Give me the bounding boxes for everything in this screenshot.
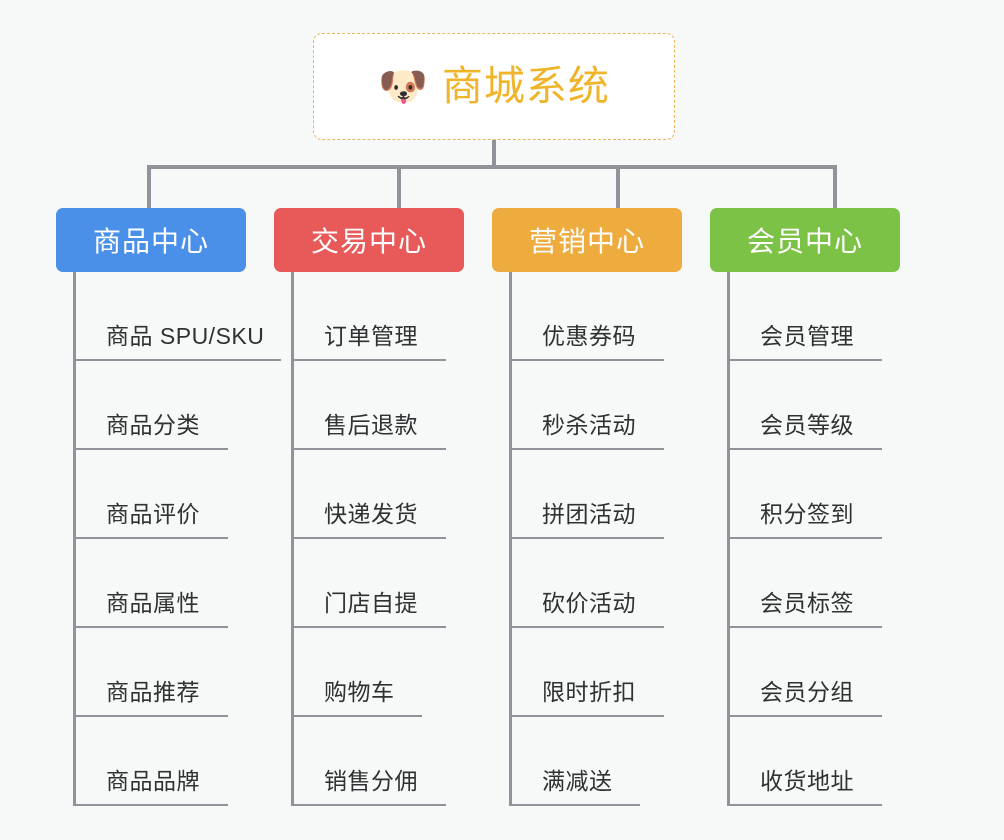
- leaf-item[interactable]: 限时折扣: [512, 628, 682, 717]
- leaf-item[interactable]: 销售分佣: [294, 717, 464, 806]
- branch-header-2[interactable]: 交易中心: [274, 208, 464, 272]
- leaf-underline: [512, 626, 664, 628]
- branch-trunk-2: 订单管理 售后退款 快递发货 门店自提 购物车 销售分佣: [291, 272, 464, 806]
- leaf-item[interactable]: 快递发货: [294, 450, 464, 539]
- leaf-underline: [76, 715, 228, 717]
- leaf-item[interactable]: 门店自提: [294, 539, 464, 628]
- leaf-item[interactable]: 商品 SPU/SKU: [76, 272, 281, 361]
- leaf-underline: [294, 359, 446, 361]
- leaf-underline: [512, 715, 664, 717]
- leaf-label: 售后退款: [324, 412, 418, 438]
- branch-trunk-3: 优惠券码 秒杀活动 拼团活动 砍价活动 限时折扣 满减送: [509, 272, 682, 806]
- leaf-label: 商品 SPU/SKU: [106, 323, 265, 349]
- branch-column-2: 交易中心 订单管理 售后退款 快递发货 门店自提 购物车: [274, 208, 464, 806]
- branch-column-4: 会员中心 会员管理 会员等级 积分签到 会员标签 会员分组: [710, 208, 900, 806]
- branch-header-label: 会员中心: [746, 226, 863, 257]
- leaf-underline: [730, 626, 882, 628]
- leaf-underline: [76, 359, 281, 361]
- leaf-label: 满减送: [542, 768, 613, 794]
- leaf-item[interactable]: 商品品牌: [76, 717, 264, 806]
- leaf-label: 会员管理: [760, 323, 854, 349]
- leaf-underline: [76, 537, 228, 539]
- branch-header-3[interactable]: 营销中心: [492, 208, 682, 272]
- leaf-label: 会员等级: [760, 412, 854, 438]
- leaf-label: 砍价活动: [542, 590, 636, 616]
- leaf-label: 限时折扣: [542, 679, 636, 705]
- leaf-label: 商品推荐: [106, 679, 200, 705]
- leaf-item[interactable]: 订单管理: [294, 272, 464, 361]
- leaf-label: 销售分佣: [324, 768, 418, 794]
- connector-root-stem: [492, 140, 496, 168]
- leaf-item[interactable]: 拼团活动: [512, 450, 682, 539]
- leaf-underline: [294, 448, 446, 450]
- leaf-label: 会员标签: [760, 590, 854, 616]
- connector-branch-1-drop: [147, 165, 151, 208]
- connector-branch-2-drop: [397, 165, 401, 208]
- leaf-item[interactable]: 会员标签: [730, 539, 900, 628]
- leaf-label: 订单管理: [324, 323, 418, 349]
- leaf-item[interactable]: 砍价活动: [512, 539, 682, 628]
- leaf-underline: [730, 537, 882, 539]
- leaf-underline: [512, 537, 664, 539]
- leaf-underline: [512, 804, 640, 806]
- branch-header-label: 交易中心: [310, 226, 427, 257]
- leaf-item[interactable]: 商品属性: [76, 539, 264, 628]
- leaf-label: 会员分组: [760, 679, 854, 705]
- branch-trunk-4: 会员管理 会员等级 积分签到 会员标签 会员分组 收货地址: [727, 272, 900, 806]
- branch-column-3: 营销中心 优惠券码 秒杀活动 拼团活动 砍价活动 限时折扣: [492, 208, 682, 806]
- connector-horizontal-bus: [147, 165, 837, 169]
- leaf-underline: [294, 537, 446, 539]
- dog-face-icon: 🐶: [378, 64, 428, 109]
- leaf-label: 积分签到: [760, 501, 854, 527]
- leaf-label: 拼团活动: [542, 501, 636, 527]
- branch-header-1[interactable]: 商品中心: [56, 208, 246, 272]
- leaf-label: 优惠券码: [542, 323, 636, 349]
- leaf-underline: [294, 804, 446, 806]
- leaf-label: 快递发货: [324, 501, 418, 527]
- branch-column-1: 商品中心 商品 SPU/SKU 商品分类 商品评价 商品属性 商品推荐: [56, 208, 281, 806]
- root-node-card[interactable]: 🐶 商城系统: [313, 33, 675, 140]
- leaf-underline: [730, 359, 882, 361]
- root-node-title: 商城系统: [441, 63, 610, 109]
- leaf-underline: [512, 359, 664, 361]
- leaf-item[interactable]: 商品推荐: [76, 628, 264, 717]
- leaf-item[interactable]: 商品分类: [76, 361, 264, 450]
- leaf-item[interactable]: 会员等级: [730, 361, 900, 450]
- leaf-label: 秒杀活动: [542, 412, 636, 438]
- branch-header-label: 营销中心: [528, 226, 645, 257]
- branch-header-4[interactable]: 会员中心: [710, 208, 900, 272]
- leaf-underline: [294, 715, 422, 717]
- leaf-item[interactable]: 积分签到: [730, 450, 900, 539]
- leaf-item[interactable]: 会员管理: [730, 272, 900, 361]
- connector-branch-3-drop: [616, 165, 620, 208]
- leaf-underline: [730, 715, 882, 717]
- leaf-underline: [730, 804, 882, 806]
- leaf-item[interactable]: 优惠券码: [512, 272, 682, 361]
- leaf-label: 商品评价: [106, 501, 200, 527]
- leaf-underline: [76, 626, 228, 628]
- leaf-item[interactable]: 购物车: [294, 628, 464, 717]
- leaf-underline: [76, 804, 228, 806]
- leaf-label: 门店自提: [324, 590, 418, 616]
- leaf-item[interactable]: 满减送: [512, 717, 682, 806]
- branch-header-label: 商品中心: [92, 226, 209, 257]
- leaf-item[interactable]: 售后退款: [294, 361, 464, 450]
- leaf-item[interactable]: 商品评价: [76, 450, 264, 539]
- leaf-label: 商品属性: [106, 590, 200, 616]
- leaf-item[interactable]: 会员分组: [730, 628, 900, 717]
- leaf-underline: [512, 448, 664, 450]
- leaf-item[interactable]: 秒杀活动: [512, 361, 682, 450]
- leaf-label: 商品分类: [106, 412, 200, 438]
- leaf-label: 收货地址: [760, 768, 854, 794]
- leaf-underline: [294, 626, 446, 628]
- leaf-label: 购物车: [324, 679, 395, 705]
- leaf-underline: [76, 448, 228, 450]
- leaf-label: 商品品牌: [106, 768, 200, 794]
- branch-trunk-1: 商品 SPU/SKU 商品分类 商品评价 商品属性 商品推荐 商品品牌: [73, 272, 281, 806]
- leaf-item[interactable]: 收货地址: [730, 717, 900, 806]
- leaf-underline: [730, 448, 882, 450]
- connector-branch-4-drop: [833, 165, 837, 208]
